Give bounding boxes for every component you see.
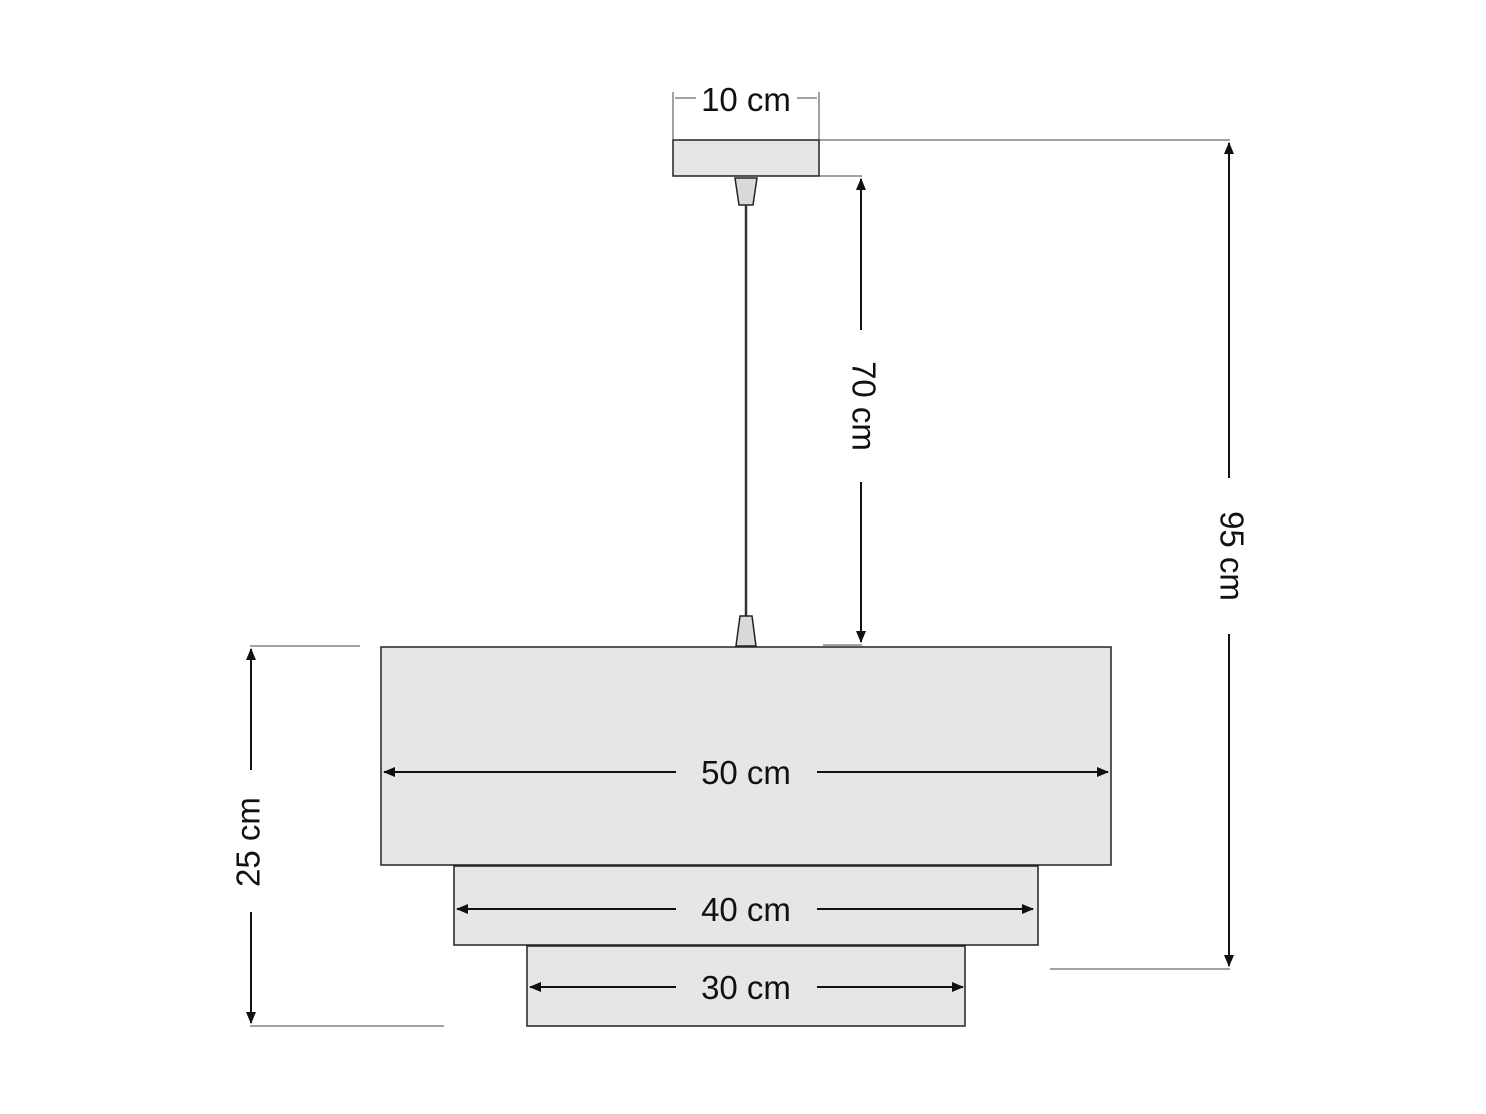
canopy-width-dimension: 10 cm [672,81,820,140]
total-height-label: 95 cm [1213,511,1250,601]
cord-length-dimension: 70 cm [819,175,882,646]
total-height-dimension: 95 cm [819,139,1250,970]
upper-cord-grip [734,177,758,206]
ceiling-canopy [672,139,820,177]
tier3-width-dimension: 30 cm [529,969,964,1006]
shade-tier-top [380,646,1112,866]
tier2-width-dimension: 40 cm [456,891,1034,928]
tier1-width-dimension: 50 cm [383,754,1109,791]
lower-cord-grip [735,615,757,647]
shade-height-dimension: 25 cm [230,645,444,1027]
tier3-width-label: 30 cm [701,969,791,1006]
canopy-width-label: 10 cm [701,81,791,118]
tier1-width-label: 50 cm [701,754,791,791]
tier2-width-label: 40 cm [701,891,791,928]
shade-height-label: 25 cm [230,797,267,887]
cord-length-label: 70 cm [845,361,882,451]
shade-tier-middle [453,865,1039,946]
